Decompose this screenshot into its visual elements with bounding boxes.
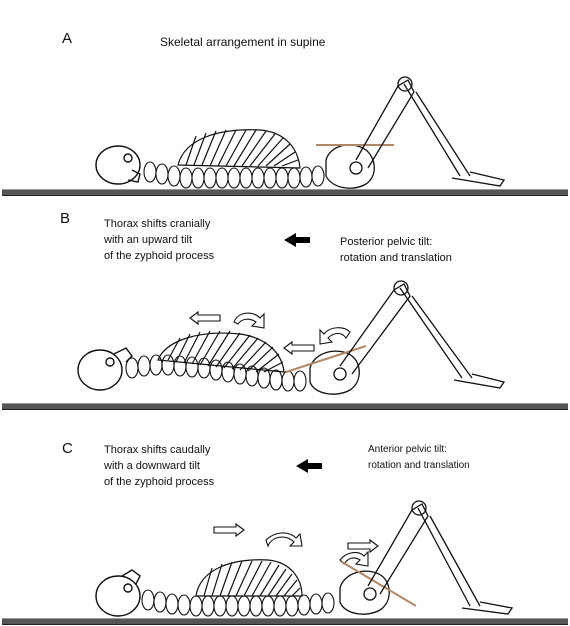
pelvis-icon bbox=[326, 145, 374, 188]
leg-bones-icon bbox=[356, 77, 504, 186]
pelvis-icon bbox=[340, 571, 389, 614]
panel-c: C Thorax shifts caudally with a downward… bbox=[0, 410, 570, 626]
pelvic-tilt-line bbox=[286, 346, 366, 372]
leg-bones-icon bbox=[340, 281, 504, 388]
skeleton-anterior-tilt-figure bbox=[0, 410, 570, 626]
arrow-left-icon bbox=[284, 342, 314, 354]
skeleton-posterior-tilt-figure bbox=[0, 200, 570, 410]
arrow-left-icon bbox=[190, 312, 220, 324]
skull-icon bbox=[96, 146, 140, 184]
pelvic-tilt-line bbox=[342, 562, 416, 606]
floor bbox=[2, 189, 568, 196]
curved-arrow-icon bbox=[266, 533, 302, 546]
pelvis-icon bbox=[310, 351, 359, 394]
panel-b: B Thorax shifts cranially with an upward… bbox=[0, 200, 570, 410]
arrow-left-icon bbox=[296, 459, 322, 473]
floor bbox=[2, 403, 568, 410]
spine-vertebrae bbox=[142, 590, 334, 616]
rib-cage-icon bbox=[196, 560, 302, 596]
skeleton-supine-figure bbox=[0, 0, 570, 200]
curved-arrow-icon bbox=[320, 328, 350, 344]
arrow-right-icon bbox=[348, 540, 378, 552]
rib-cage-icon bbox=[178, 130, 300, 168]
floor bbox=[2, 618, 568, 625]
curved-arrow-icon bbox=[234, 313, 264, 328]
skull-icon bbox=[78, 348, 132, 390]
arrow-right-icon bbox=[214, 524, 244, 536]
spine-vertebrae bbox=[126, 355, 306, 391]
leg-bones-icon bbox=[368, 501, 512, 614]
skull-icon bbox=[96, 570, 140, 616]
rib-cage-icon bbox=[158, 331, 284, 372]
arrow-left-icon bbox=[284, 233, 310, 247]
panel-a: A Skeletal arrangement in supine bbox=[0, 0, 570, 200]
